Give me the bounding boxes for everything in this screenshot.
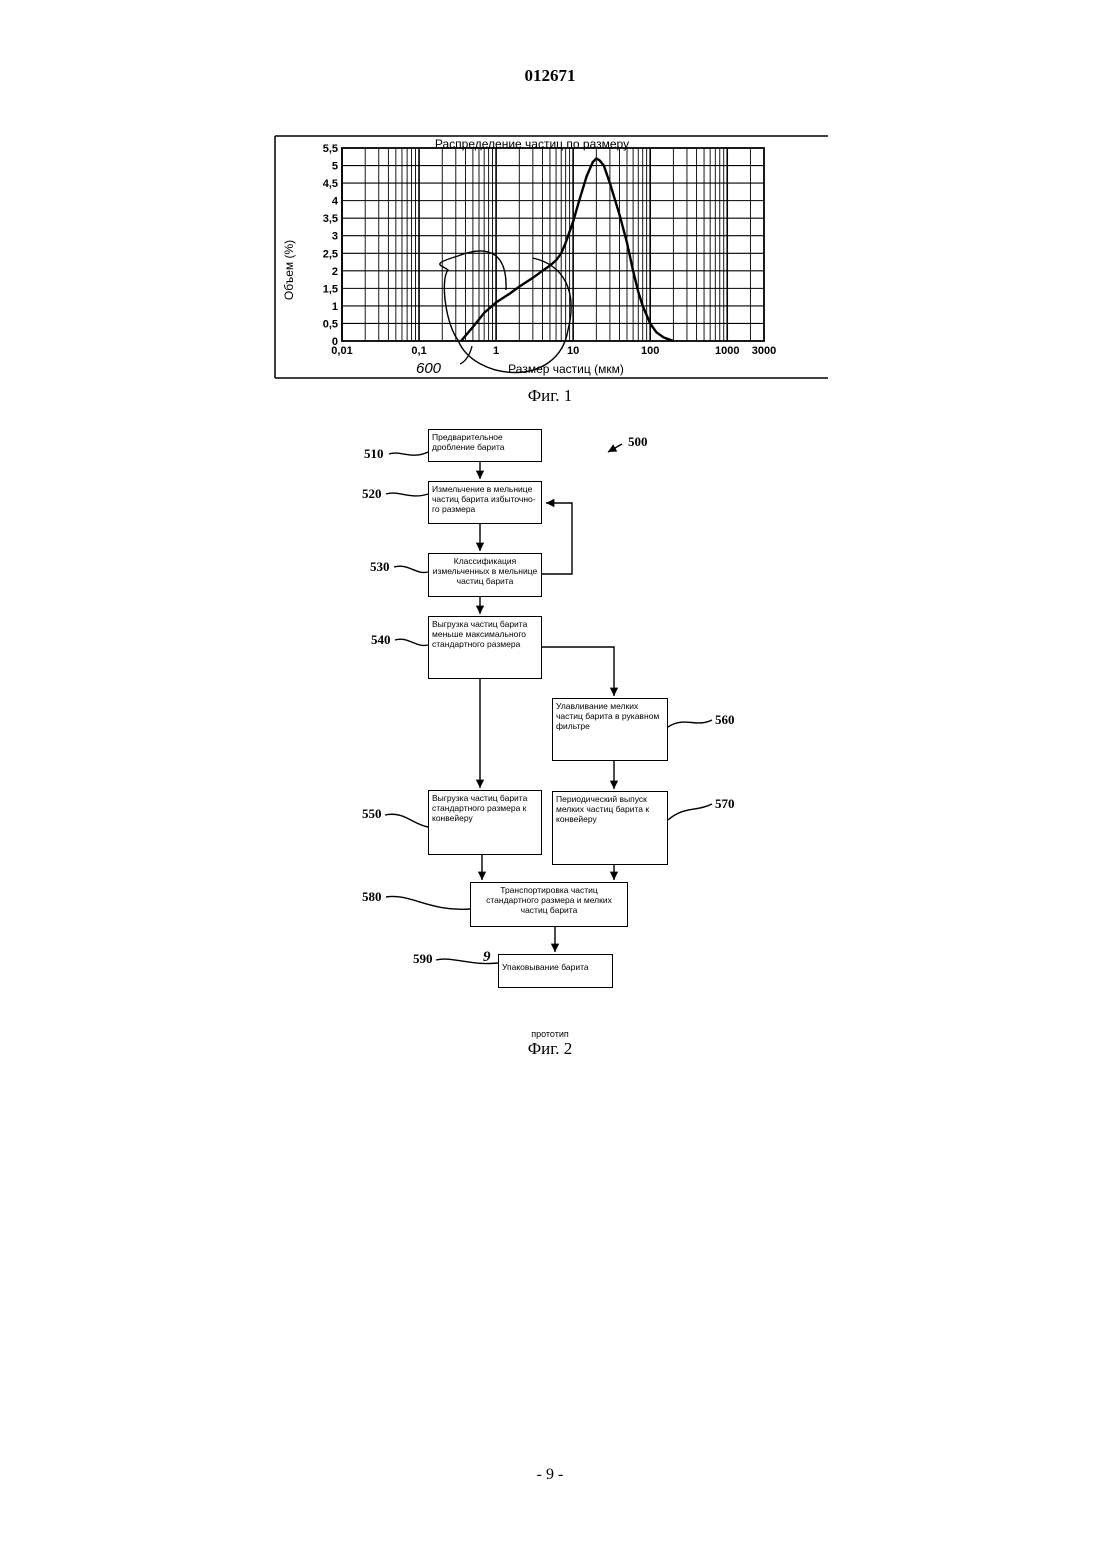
leader-560 — [668, 720, 712, 727]
leader-520 — [386, 493, 428, 496]
ref-510: 510 — [364, 446, 384, 462]
ref-550: 550 — [362, 806, 382, 822]
page-number: - 9 - — [0, 1466, 1100, 1484]
ref-590: 590 — [413, 951, 433, 967]
handwritten-mark-9: 9 — [483, 949, 491, 966]
ref-500: 500 — [628, 434, 648, 450]
block-550: Выгрузка частиц барита стандартного разм… — [428, 790, 542, 855]
prototype-label: прототип — [450, 1029, 650, 1039]
block-540: Выгрузка частиц барита меньше максимальн… — [428, 616, 542, 679]
leader-540 — [395, 639, 428, 645]
block-580: Транспортировка частиц стандартного разм… — [470, 882, 628, 927]
ref-530: 530 — [370, 559, 390, 575]
ref-580: 580 — [362, 889, 382, 905]
leader-570 — [668, 804, 712, 820]
leader-510 — [389, 452, 428, 455]
block-520: Измельчение в мельнице частиц барита изб… — [428, 481, 542, 524]
flowchart-connectors — [0, 0, 1100, 1100]
block-570: Периодический выпуск мелких частиц барит… — [552, 791, 668, 865]
ref-560: 560 — [715, 712, 735, 728]
arrow-540-560 — [542, 647, 614, 696]
arrow-530-520-loop — [542, 503, 572, 574]
block-590: Упаковывание барита — [498, 954, 613, 988]
block-510: Предварительное дробление барита — [428, 429, 542, 462]
ref-570: 570 — [715, 796, 735, 812]
leader-550 — [385, 814, 428, 827]
block-560: Улавливание мелких частиц барита в рукав… — [552, 698, 668, 761]
ref-540: 540 — [371, 632, 391, 648]
leader-530 — [394, 566, 428, 572]
block-530: Классификация измельченных в мельнице ча… — [428, 553, 542, 597]
leader-580 — [386, 896, 470, 909]
ref-520: 520 — [362, 486, 382, 502]
leader-500 — [608, 444, 622, 452]
figure-2-caption: Фиг. 2 — [450, 1039, 650, 1059]
